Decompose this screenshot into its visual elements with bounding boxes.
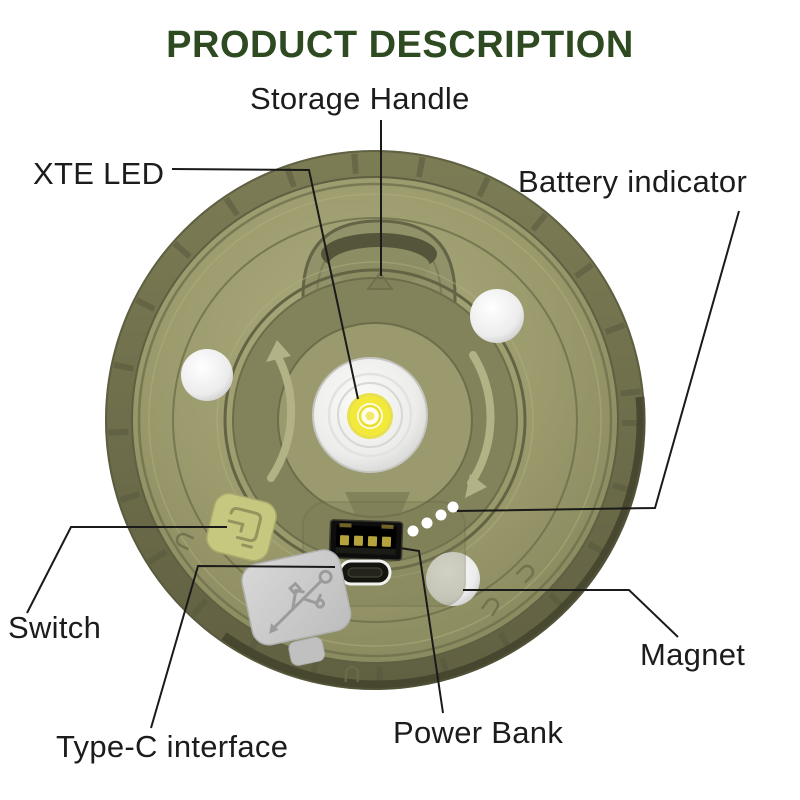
battery-indicator-dots <box>407 501 459 537</box>
type-c-port <box>338 559 392 586</box>
magnet-line <box>463 589 679 638</box>
label-storage-handle: Storage Handle <box>250 81 470 116</box>
magnet-top-left <box>181 349 233 401</box>
xte-led-line <box>171 168 359 400</box>
label-type-c-interface: Type-C interface <box>56 729 289 764</box>
switch-line <box>26 526 227 614</box>
switch-button <box>206 492 277 562</box>
rim-ribs <box>108 153 642 687</box>
label-xte-led: XTE LED <box>33 156 165 191</box>
page-title: PRODUCT DESCRIPTION <box>166 24 634 66</box>
label-switch: Switch <box>8 610 102 645</box>
usb-contacts <box>339 535 392 547</box>
triangle-marker-icon <box>366 271 394 290</box>
rotate-arrowheads <box>266 340 487 498</box>
label-battery-indicator: Battery indicator <box>518 164 748 199</box>
usb-trident-icon <box>269 569 333 634</box>
xte-led-lens <box>312 357 428 473</box>
label-power-bank: Power Bank <box>393 715 564 750</box>
power-bank-line <box>399 547 444 714</box>
battery-indicator-line <box>456 210 740 512</box>
annotation-lines <box>26 120 740 729</box>
power-icon <box>227 507 262 549</box>
usb-cover-flap <box>241 549 352 666</box>
label-magnet: Magnet <box>640 637 746 672</box>
usb-a-port <box>328 519 404 561</box>
magnet-top-right <box>470 289 524 343</box>
type-c-line <box>150 564 336 729</box>
rotate-arrow-icon <box>267 351 495 487</box>
magnet-bottom-right <box>426 552 480 606</box>
magnet-circles <box>181 289 524 606</box>
